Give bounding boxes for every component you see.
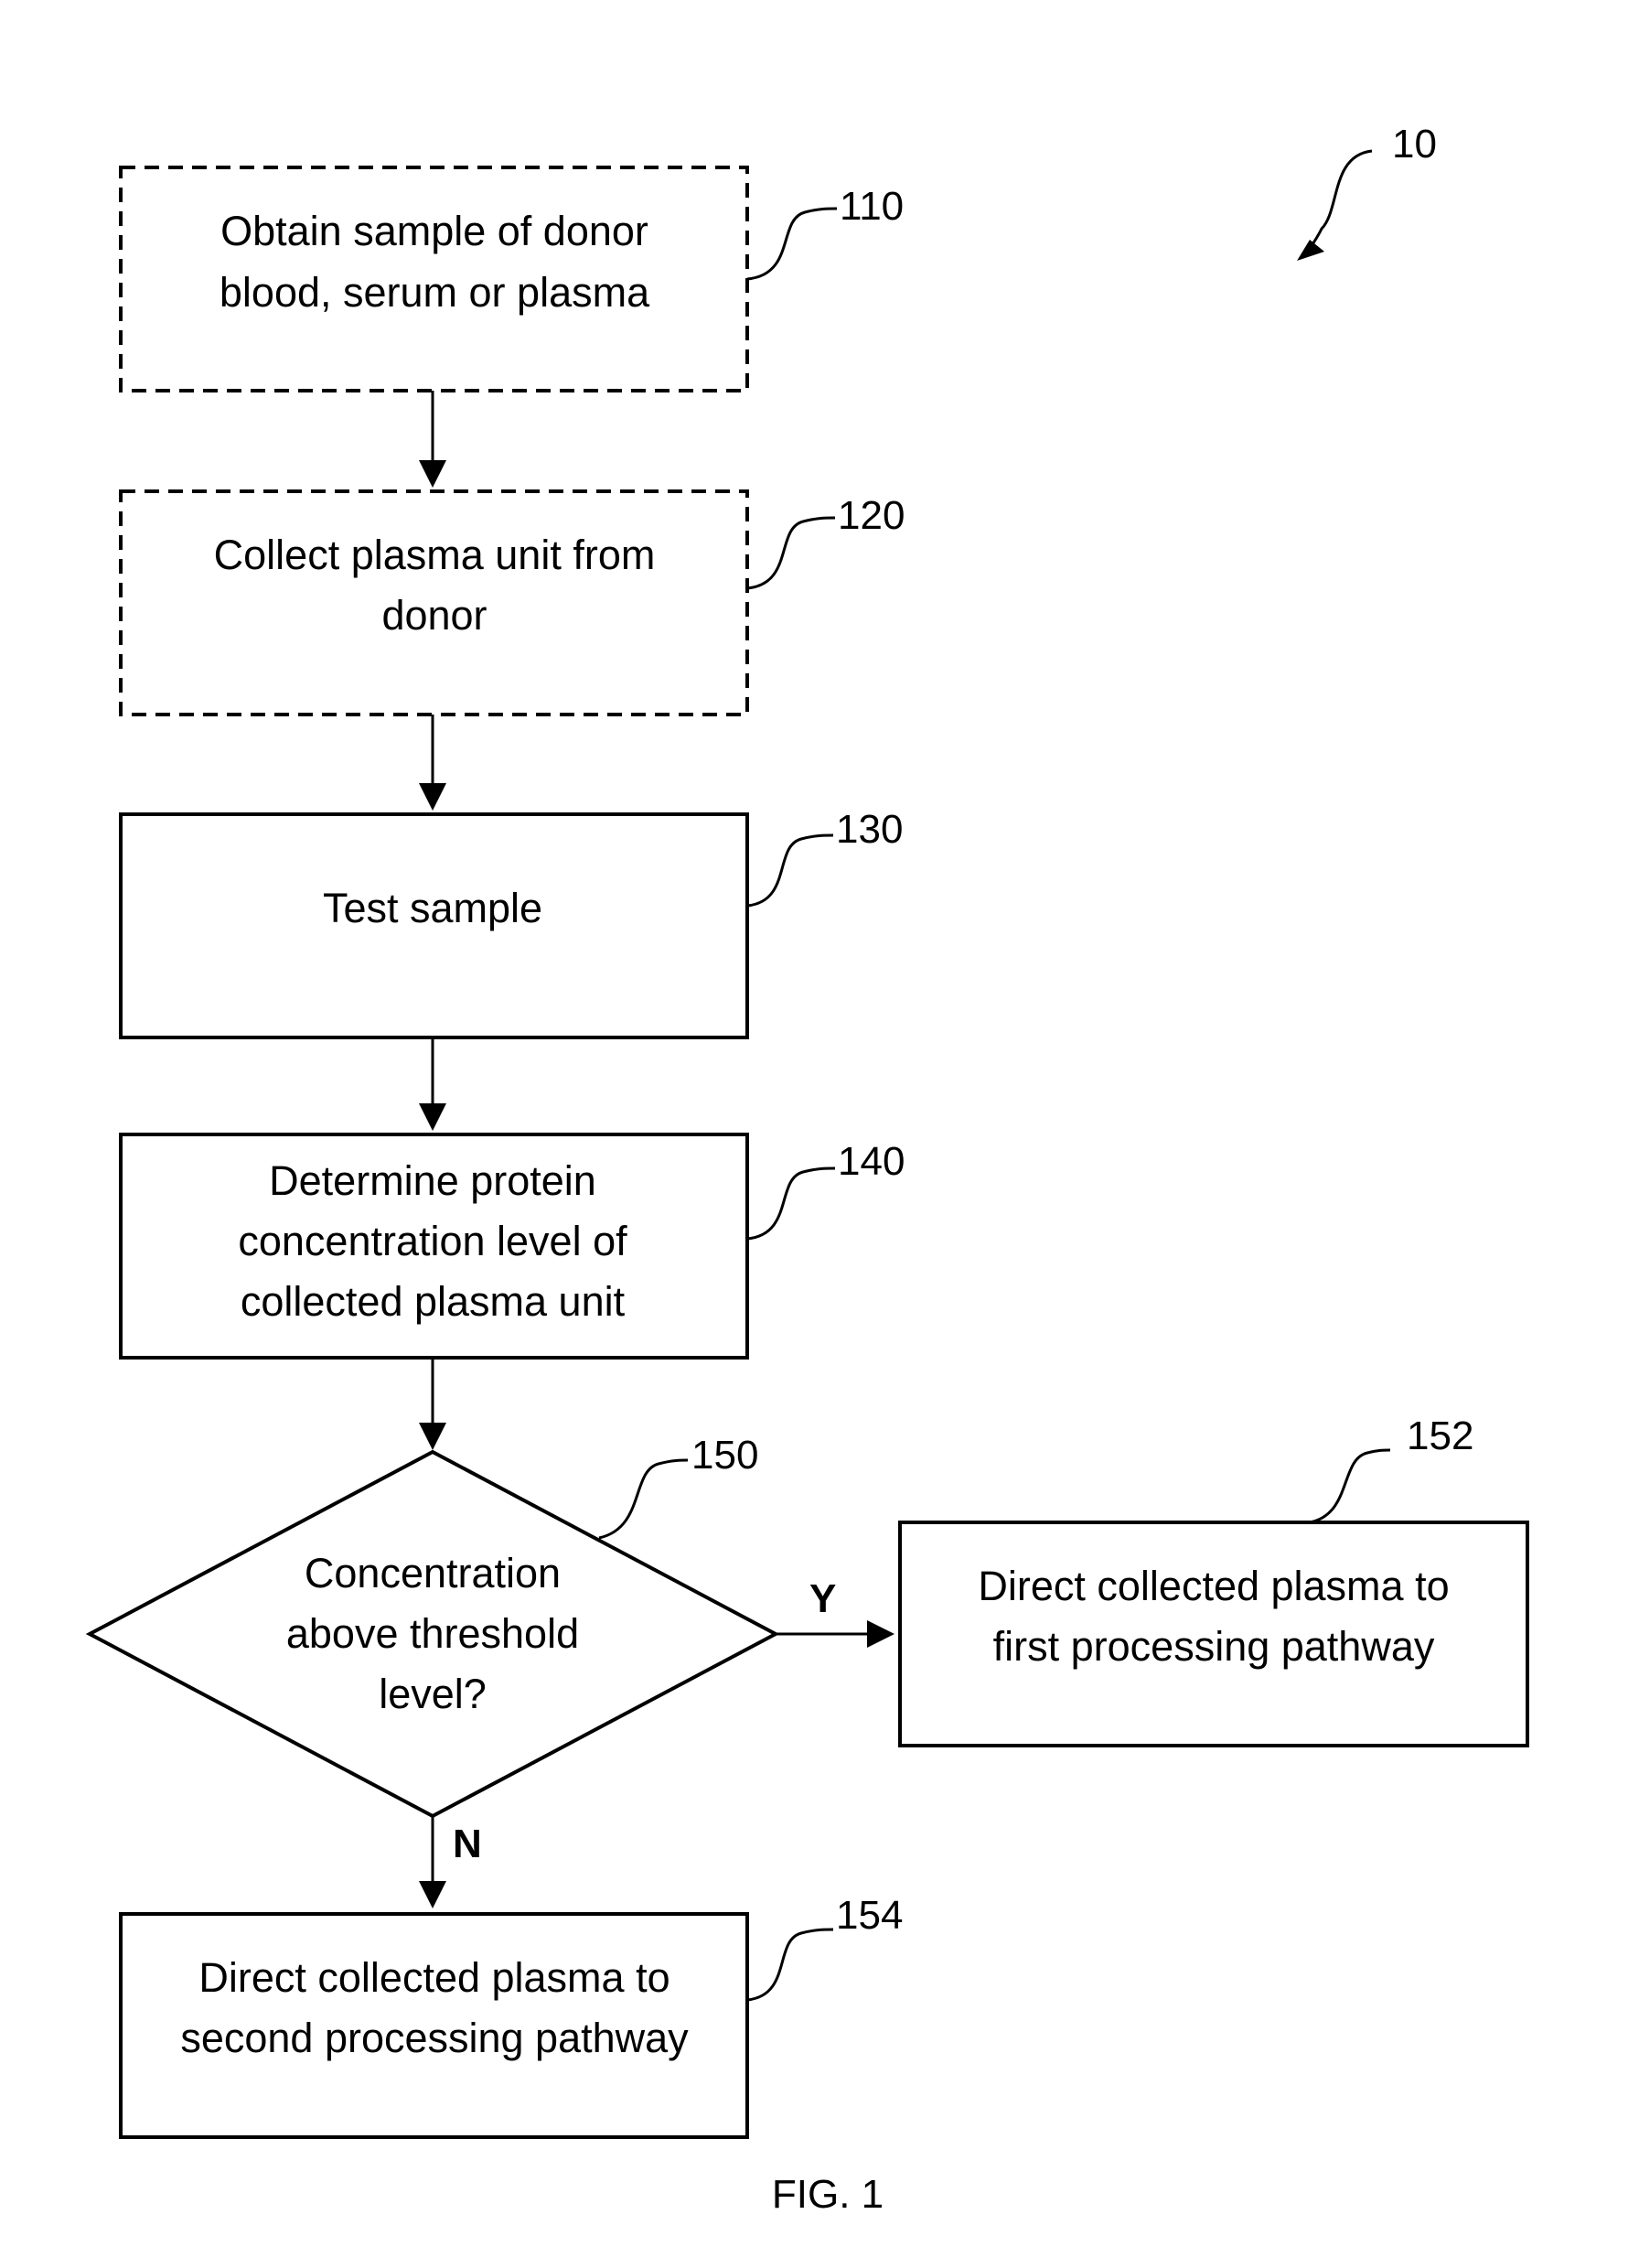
step-120-box: Collect plasma unit from donor xyxy=(119,489,749,716)
svg-text:152: 152 xyxy=(1407,1413,1473,1458)
step-130-reference: 130 xyxy=(746,807,903,908)
svg-text:150: 150 xyxy=(691,1433,758,1478)
step-140-reference: 140 xyxy=(746,1139,905,1241)
outcome-154-line-1: Direct collected plasma to xyxy=(198,1954,670,2001)
step-140-line-3: collected plasma unit xyxy=(241,1278,626,1325)
svg-text:120: 120 xyxy=(838,493,905,538)
step-130-box: Test sample xyxy=(119,812,749,1039)
svg-text:140: 140 xyxy=(838,1139,905,1184)
outcome-152-box: Direct collected plasma to first process… xyxy=(898,1521,1529,1747)
svg-text:110: 110 xyxy=(840,184,904,229)
step-140-line-2: concentration level of xyxy=(238,1218,627,1264)
outcome-154-reference: 154 xyxy=(746,1893,903,2002)
outcome-152-line-2: first processing pathway xyxy=(993,1623,1435,1670)
figure-reference-leader-arrow xyxy=(1304,149,1373,253)
decision-150-diamond: Concentration above threshold level? xyxy=(85,1449,780,1819)
outcome-154-box: Direct collected plasma to second proces… xyxy=(119,1912,749,2139)
step-110-box: Obtain sample of donor blood, serum or p… xyxy=(119,166,749,392)
decision-150-line-1: Concentration xyxy=(305,1550,561,1596)
figure-reference-10: 10 xyxy=(1297,122,1437,261)
decision-150-line-3: level? xyxy=(379,1671,487,1717)
step-110-line-2: blood, serum or plasma xyxy=(220,269,650,316)
outcome-154-line-2: second processing pathway xyxy=(180,2015,689,2061)
figure-caption: FIG. 1 xyxy=(772,2172,884,2217)
decision-150-line-2: above threshold xyxy=(286,1610,579,1657)
yes-label: Y xyxy=(809,1576,836,1621)
decision-150-reference: 150 xyxy=(598,1433,758,1540)
step-120-reference: 120 xyxy=(746,493,905,590)
step-120-line-1: Collect plasma unit from xyxy=(214,532,656,578)
svg-text:130: 130 xyxy=(836,807,903,852)
svg-text:154: 154 xyxy=(836,1893,903,1938)
svg-text:10: 10 xyxy=(1392,122,1437,167)
step-110-line-1: Obtain sample of donor xyxy=(220,208,648,254)
step-130-line-1: Test sample xyxy=(323,885,542,931)
figure-reference-arrowhead xyxy=(1297,240,1324,261)
step-120-line-2: donor xyxy=(381,592,487,639)
outcome-152-line-1: Direct collected plasma to xyxy=(978,1563,1449,1609)
step-140-box: Determine protein concentration level of… xyxy=(119,1133,749,1360)
no-label: N xyxy=(453,1822,482,1866)
step-140-line-1: Determine protein xyxy=(269,1157,596,1204)
outcome-152-reference: 152 xyxy=(1309,1413,1473,1524)
step-110-reference: 110 xyxy=(746,184,904,281)
